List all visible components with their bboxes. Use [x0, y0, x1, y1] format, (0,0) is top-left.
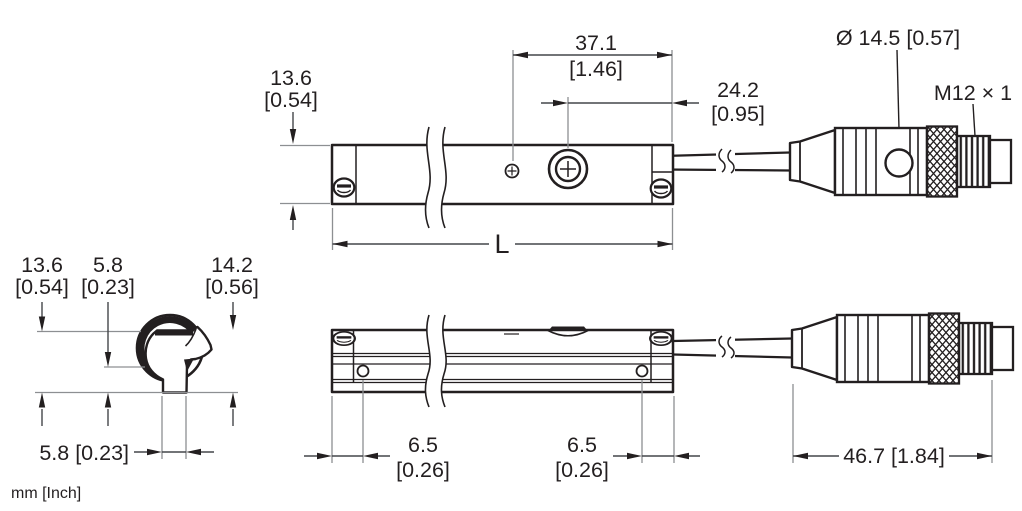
dim-top-body-height-mm: 13.6 [270, 66, 312, 90]
dim-side-overall-height: 14.2 [0.56] [205, 253, 259, 426]
mounting-screw [648, 330, 674, 347]
dim-adjuster-to-end-mm: 24.2 [717, 78, 759, 102]
dim-side-body-height-mm: 13.6 [21, 253, 63, 277]
dim-hole-offset-left-mm: 6.5 [408, 433, 438, 457]
dim-length-text: L [494, 229, 509, 259]
sensor-profile [135, 313, 213, 394]
sensor-body-bottom-view [330, 328, 675, 394]
connector-top-view [788, 125, 1013, 198]
dim-led-to-end: 37.1 [1.46] [512, 31, 673, 161]
dim-connector-length: 46.7 [1.84] [792, 380, 993, 468]
dim-led-to-end-in: [1.46] [569, 57, 623, 81]
dim-adjuster-to-end: 24.2 [0.95] [541, 78, 765, 148]
mounting-screw [649, 177, 673, 200]
cable-break [716, 146, 735, 176]
label-connector-diameter: Ø 14.5 [0.57] [836, 26, 960, 130]
mounting-hole [635, 364, 649, 378]
dim-length: L [331, 208, 674, 259]
break-lines [424, 126, 447, 229]
thread-text: M12 × 1 [934, 81, 1012, 105]
bottom-view: 6.5 [0.26] 6.5 [0.26] 46.7 [1.84] [304, 312, 1015, 482]
led-indicator [504, 163, 520, 179]
dim-hole-offset-right-mm: 6.5 [567, 433, 597, 457]
sensor-body-top-view [330, 143, 675, 206]
dim-side-step-height-mm: 5.8 [93, 253, 123, 277]
dim-body-height: 13.6 [0.54] [264, 66, 330, 230]
break-lines [424, 314, 447, 408]
label-thread: M12 × 1 [934, 81, 1012, 137]
top-view: 13.6 [0.54] 37.1 [1.46] 24.2 [0.95] Ø 14… [264, 26, 1013, 259]
sensor-dome-bump [547, 326, 589, 337]
coupling-nut-hole [884, 148, 914, 178]
mounting-screw [331, 330, 357, 347]
dim-adjuster-to-end-in: [0.95] [711, 102, 765, 126]
units-note: mm [Inch] [11, 485, 81, 502]
dim-hole-offset-right: 6.5 [0.26] [555, 380, 700, 482]
dim-top-body-height-in: [0.54] [264, 88, 318, 112]
cable-break [716, 334, 735, 360]
connector-bottom-view [790, 312, 1015, 385]
connector-diameter-text: Ø 14.5 [0.57] [836, 26, 960, 50]
dim-side-overall-height-in: [0.56] [205, 275, 259, 299]
dim-hole-offset-left: 6.5 [0.26] [304, 380, 450, 482]
dim-side-overall-height-mm: 14.2 [211, 253, 253, 277]
dim-side-body-height: 13.6 [0.54] [15, 253, 69, 426]
reference-lines [35, 330, 238, 394]
dim-foot-width-text: 5.8 [0.23] [39, 441, 129, 465]
dim-side-step-height: 5.8 [0.23] [81, 253, 135, 426]
dim-hole-offset-left-in: [0.26] [396, 458, 450, 482]
dim-led-to-end-mm: 37.1 [575, 31, 617, 55]
dim-foot-width: 5.8 [0.23] [39, 396, 214, 465]
side-view: 13.6 [0.54] 5.8 [0.23] 14.2 [0.56] 5.8 [… [15, 253, 259, 465]
mounting-screw [332, 176, 356, 199]
adjustment-element [547, 148, 589, 190]
dim-connector-length-text: 46.7 [1.84] [843, 444, 945, 468]
mounting-hole [356, 364, 370, 378]
dim-hole-offset-right-in: [0.26] [555, 458, 609, 482]
dim-side-step-height-in: [0.23] [81, 275, 135, 299]
dim-side-body-height-in: [0.54] [15, 275, 69, 299]
